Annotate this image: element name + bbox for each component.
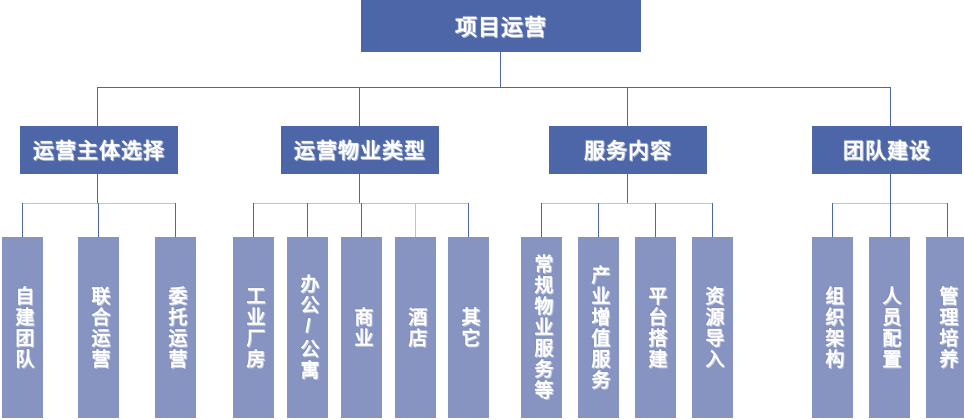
connector-leaf-3-2 [598,203,599,237]
leaf-node-4-1[interactable]: 组织架构 [812,237,853,418]
leaf-node-2-3[interactable]: 商业 [341,237,382,418]
connector-leaf-2-1 [253,203,254,237]
connector-root-stem [500,52,501,87]
branch-node-4[interactable]: 团队建设 [812,126,962,174]
connector-drop-branch-2 [359,87,360,126]
connector-branch-3-bus [541,203,713,204]
connector-branch-4-stem [890,174,891,203]
connector-drop-branch-4 [890,87,891,126]
connector-leaf-1-3 [175,203,176,237]
connector-leaf-1-1 [22,203,23,237]
branch-node-3[interactable]: 服务内容 [549,126,707,174]
leaf-node-2-5[interactable]: 其它 [448,237,489,418]
connector-leaf-3-3 [655,203,656,237]
connector-leaf-4-2 [890,203,891,237]
connector-branch-1-stem [97,174,98,203]
connector-branch-3-stem [627,174,628,203]
leaf-node-1-3[interactable]: 委托运营 [155,237,196,418]
leaf-node-2-1[interactable]: 工业厂房 [233,237,274,418]
connector-leaf-2-3 [361,203,362,237]
leaf-node-2-4[interactable]: 酒店 [395,237,436,418]
connector-drop-branch-1 [97,87,98,126]
connector-leaf-2-2 [307,203,308,237]
connector-leaf-3-4 [712,203,713,237]
leaf-node-3-4[interactable]: 资源导入 [692,237,733,418]
branch-node-1[interactable]: 运营主体选择 [20,126,178,174]
connector-leaf-4-1 [832,203,833,237]
root-node[interactable]: 项目运营 [361,0,641,52]
connector-leaf-4-3 [947,203,948,237]
leaf-node-4-2[interactable]: 人员配置 [869,237,910,418]
leaf-node-3-3[interactable]: 平台搭建 [635,237,676,418]
connector-drop-branch-3 [627,87,628,126]
connector-leaf-2-5 [468,203,469,237]
connector-leaf-3-1 [541,203,542,237]
connector-main-bus [97,87,890,88]
connector-leaf-2-4 [415,203,416,237]
leaf-node-1-1[interactable]: 自建团队 [2,237,43,418]
connector-leaf-1-2 [98,203,99,237]
leaf-node-3-1[interactable]: 常规物业服务等 [521,237,562,418]
leaf-node-1-2[interactable]: 联合运营 [78,237,119,418]
branch-node-2[interactable]: 运营物业类型 [281,126,439,174]
leaf-node-2-2[interactable]: 办公/公寓 [287,237,328,418]
leaf-node-4-3[interactable]: 管理培养 [926,237,964,418]
leaf-node-3-2[interactable]: 产业增值服务 [578,237,619,418]
connector-branch-2-stem [359,174,360,203]
